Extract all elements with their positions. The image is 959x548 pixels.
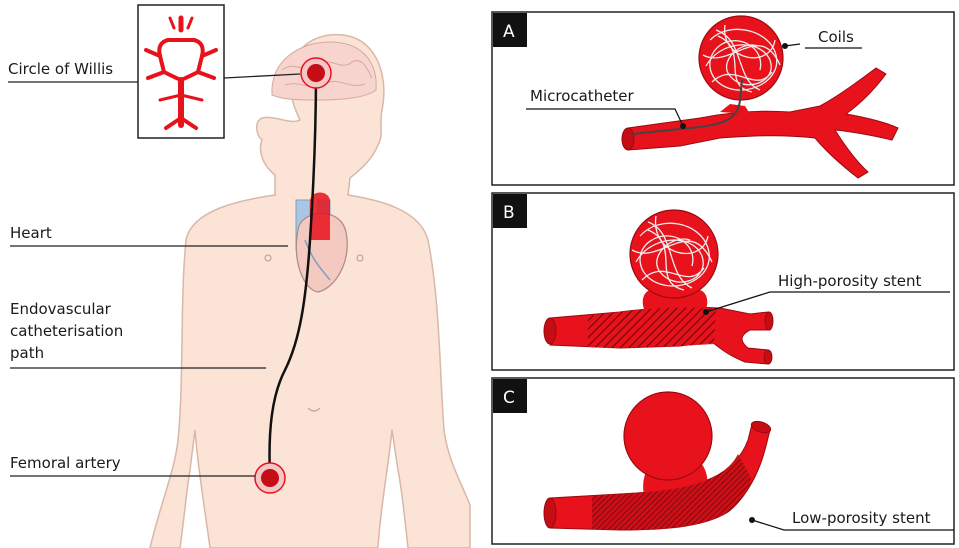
panel-a-coils-label: Coils	[818, 28, 854, 46]
panel-b: B High-porosity stent	[492, 193, 954, 370]
panel-c-stent-label: Low-porosity stent	[792, 509, 931, 527]
panel-b-letter: B	[503, 203, 515, 223]
panel-c-letter: C	[503, 388, 515, 408]
panel-b-stent-label: High-porosity stent	[778, 272, 922, 290]
brain-target-marker	[301, 58, 331, 88]
heart-text: Heart	[10, 224, 52, 242]
panel-c: C Low-porosity stent	[492, 378, 954, 544]
path-line2-text: catheterisation	[10, 322, 123, 340]
femoral-text: Femoral artery	[10, 454, 121, 472]
path-line3-text: path	[10, 344, 44, 362]
circle-of-willis-inset	[138, 5, 224, 138]
circle-of-willis-text: Circle of Willis	[8, 60, 113, 78]
panel-c-aneurysm	[624, 392, 712, 480]
panel-a: A Coils Microcatheter	[492, 12, 954, 185]
panel-b-stent	[588, 308, 716, 348]
panel-a-letter: A	[503, 22, 515, 42]
path-line1-text: Endovascular	[10, 300, 112, 318]
femoral-marker	[255, 463, 285, 493]
panel-a-microcatheter-label: Microcatheter	[530, 87, 635, 105]
